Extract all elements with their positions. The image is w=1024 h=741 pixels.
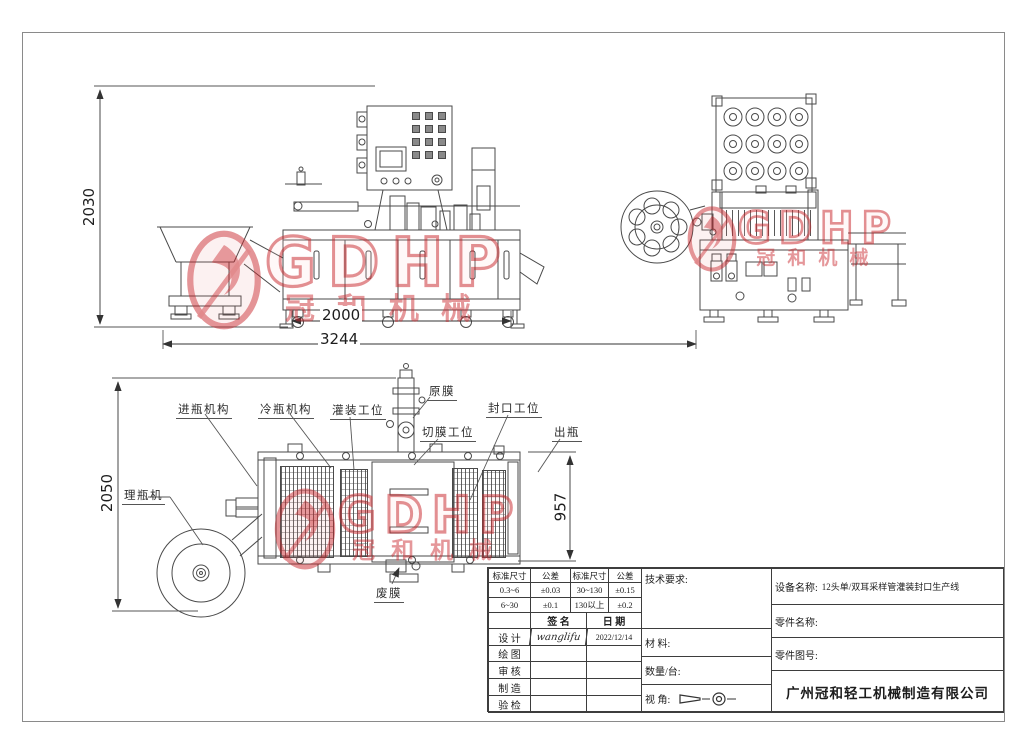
company-name: 广州冠和轻工机械制造有限公司 [771, 670, 1004, 713]
tolerance-cell: ±0.03 [530, 582, 571, 598]
callout-film-feed: 原膜 [427, 383, 457, 401]
tech-requirements-cell: 技术要求: [641, 568, 772, 629]
tolerance-cell: ±0.1 [530, 597, 571, 613]
approval-role: 设 计 [488, 628, 531, 646]
tolerance-cell: 30~130 [570, 582, 609, 598]
approval-signature [530, 661, 587, 679]
approval-date [586, 661, 642, 679]
sheet-border [22, 32, 1005, 722]
film-roll-disc [620, 190, 694, 264]
callout-bottle-unscrambler: 理瓶机 [122, 487, 165, 505]
tolerance-cell: ±0.15 [608, 582, 642, 598]
approval-role: 验 检 [488, 695, 531, 713]
callout-sealing-station: 封口工位 [486, 400, 542, 418]
tolerance-header: 标准尺寸 [488, 568, 531, 583]
title-block: 标准尺寸 公差 标准尺寸 公差 0.3~6 ±0.03 30~130 ±0.15… [487, 567, 1004, 713]
callout-filling-station: 灌装工位 [330, 402, 386, 420]
sign-header-spacer [488, 612, 531, 629]
approval-role: 制 造 [488, 678, 531, 696]
waste-film-rewinder [385, 559, 421, 583]
sign-name-header: 签 名 [530, 612, 587, 629]
view-angle-cell: 视 角: [641, 684, 772, 713]
tolerance-cell: 0.3~6 [488, 582, 531, 598]
station-comb-module [452, 468, 478, 558]
tolerance-header: 公差 [608, 568, 642, 583]
approval-role: 审 核 [488, 661, 531, 679]
station-comb-module [280, 466, 334, 558]
material-cell: 材 料: [641, 628, 772, 657]
side-elevation-view [157, 105, 545, 329]
tolerance-cell: 6~30 [488, 597, 531, 613]
approval-signature [530, 695, 587, 713]
caster-wheels [279, 309, 525, 329]
view-angle-label: 视 角: [645, 695, 671, 706]
approval-role: 绘 图 [488, 645, 531, 662]
device-name-cell: 设备名称: 12头单/双耳采样管灌装封口生产线 [771, 568, 1004, 605]
dim-plan-width: 957 [551, 490, 570, 524]
dim-plan-depth: 2050 [98, 471, 117, 515]
dim-body-length: 2000 [320, 306, 363, 324]
tolerance-cell: 130以上 [570, 597, 609, 613]
dim-overall-length: 3244 [318, 330, 361, 348]
tolerance-header: 标准尺寸 [570, 568, 609, 583]
filling-heads-12 [723, 107, 809, 181]
approval-date [586, 645, 642, 662]
approval-date [586, 695, 642, 713]
tolerance-header: 公差 [530, 568, 571, 583]
approval-signature [530, 645, 587, 662]
dim-front-height: 2030 [80, 185, 99, 229]
callout-bottle-cooling: 冷瓶机构 [258, 401, 314, 419]
approval-date [586, 678, 642, 696]
callout-film-cutting-station: 切膜工位 [420, 424, 476, 442]
station-comb-module [340, 469, 368, 557]
callout-bottle-infeed: 进瓶机构 [176, 401, 232, 419]
part-no-cell: 零件图号: [771, 637, 1004, 671]
needle-row [726, 210, 814, 236]
device-name-label: 设备名称: [775, 583, 818, 594]
sign-date-header: 日 期 [586, 612, 642, 629]
quantity-cell: 数量/台: [641, 656, 772, 685]
approval-signature [530, 678, 587, 696]
projection-symbol [679, 691, 737, 706]
approval-date: 2022/12/14 [586, 628, 642, 646]
control-cabinet [356, 105, 453, 231]
film-unwind-stand [386, 363, 426, 453]
cabinet-button-grid [412, 112, 446, 159]
part-name-cell: 零件名称: [771, 604, 1004, 638]
approval-signature: wanglifu [528, 628, 589, 646]
callout-waste-film: 废膜 [374, 585, 404, 603]
callout-bottle-outfeed: 出瓶 [552, 424, 582, 442]
device-name-value: 12头单/双耳采样管灌装封口生产线 [821, 582, 960, 592]
end-elevation-view [620, 93, 907, 323]
station-comb-module [482, 470, 506, 558]
unscrambler-disc [156, 513, 263, 618]
tolerance-cell: ±0.2 [608, 597, 642, 613]
